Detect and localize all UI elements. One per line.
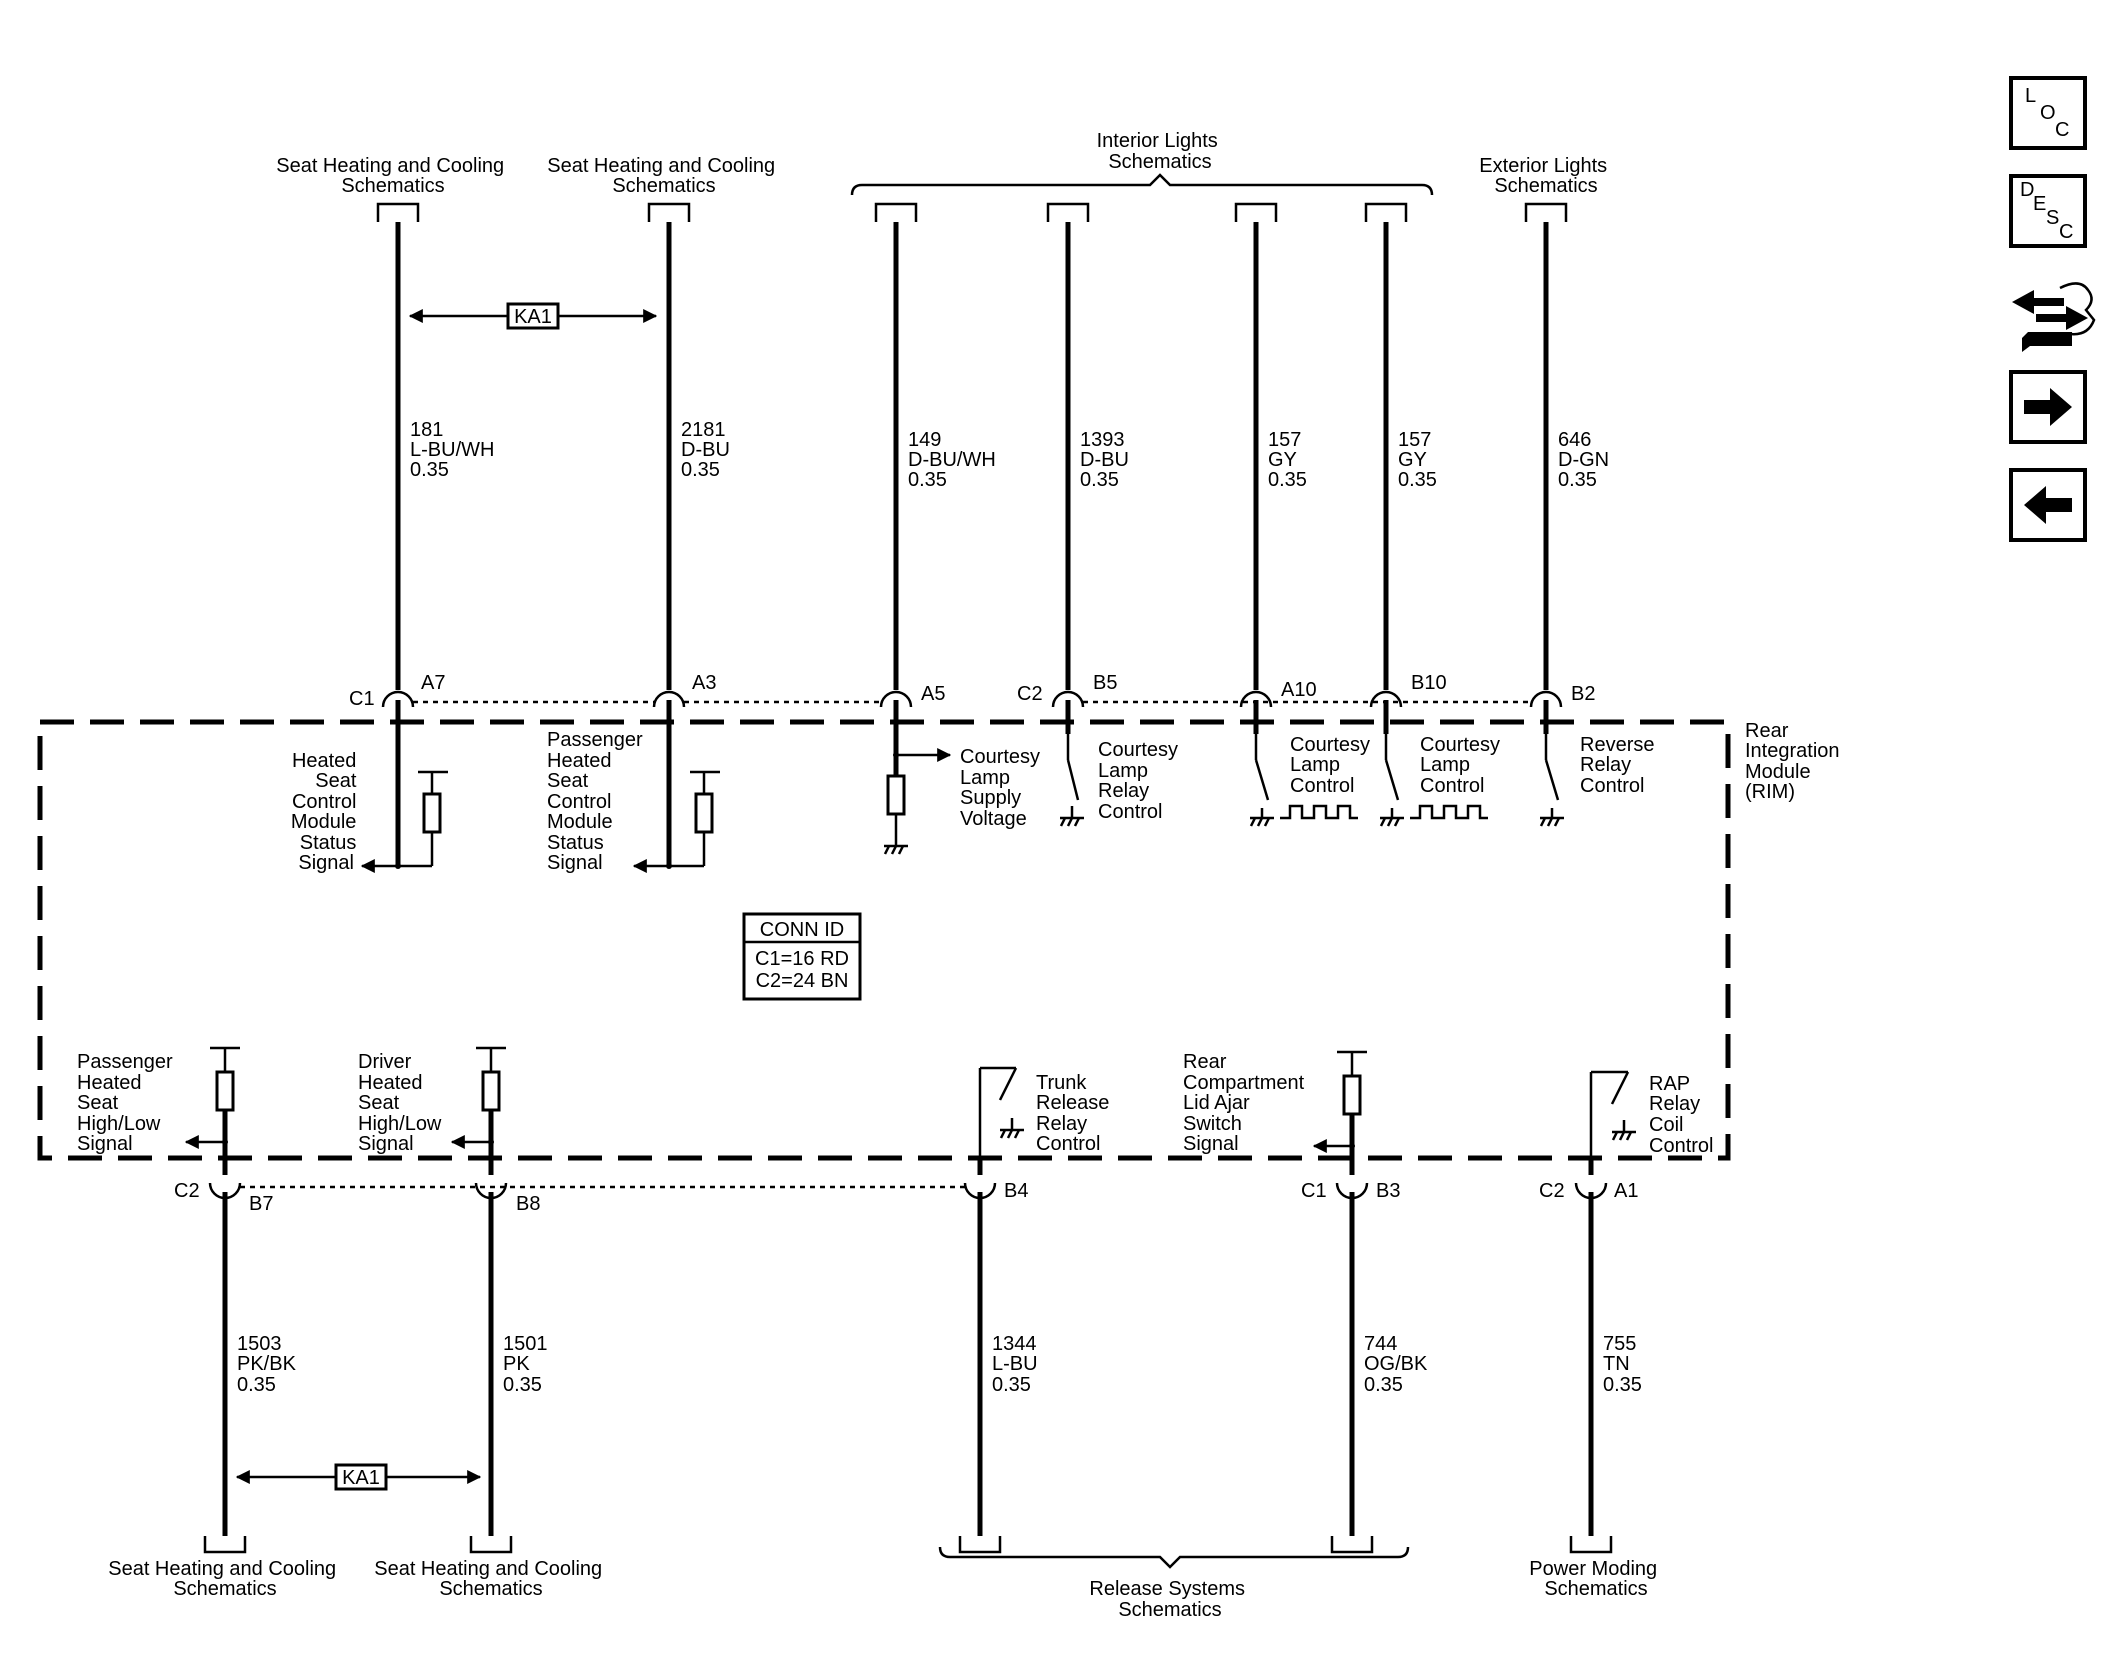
pin-b4: B4 bbox=[1004, 1180, 1028, 1202]
label-rap-relay: RAP Relay Coil Control bbox=[1649, 1073, 1713, 1157]
wire-label-1501: 1501 PK 0.35 bbox=[503, 1333, 553, 1396]
dest-interior-lights[interactable]: Interior Lights Schematics bbox=[1097, 130, 1224, 173]
pin-a3: A3 bbox=[692, 672, 716, 694]
previous-arrow-icon bbox=[2024, 486, 2072, 524]
ka1-top: KA1 bbox=[408, 302, 658, 330]
top-terminals bbox=[381, 690, 1563, 722]
label-courtesy-supply: Courtesy Lamp Supply Voltage bbox=[960, 746, 1046, 830]
connector-end-view-icon bbox=[2012, 282, 2096, 352]
wire-label-1344: 1344 L-BU 0.35 bbox=[992, 1333, 1043, 1396]
label-trunk-release: Trunk Release Relay Control bbox=[1036, 1072, 1115, 1155]
dest-bot-seat-2[interactable]: Seat Heating and Cooling Schematics bbox=[374, 1558, 608, 1600]
svg-text:C: C bbox=[2059, 221, 2073, 243]
svg-text:D: D bbox=[2020, 179, 2034, 201]
svg-text:O: O bbox=[2040, 102, 2056, 124]
pin-b7: B7 bbox=[249, 1193, 273, 1215]
internal-courtesy-control-1 bbox=[1249, 722, 1358, 827]
conn-c2-bottom-2: C2 bbox=[1539, 1180, 1565, 1202]
pin-b3: B3 bbox=[1376, 1180, 1400, 1202]
label-rear-lid-ajar: Rear Compartment Lid Ajar Switch Signal bbox=[1183, 1051, 1310, 1155]
pin-b10: B10 bbox=[1411, 672, 1447, 694]
svg-text:E: E bbox=[2033, 193, 2046, 215]
pin-b8: B8 bbox=[516, 1193, 540, 1215]
wire-label-149: 149 D-BU/WH 0.35 bbox=[908, 429, 1001, 491]
conn-id-title: CONN ID bbox=[760, 919, 844, 941]
svg-text:C: C bbox=[2055, 119, 2069, 141]
conn-c1-top: C1 bbox=[349, 688, 375, 710]
dest-power-moding[interactable]: Power Moding Schematics bbox=[1529, 1558, 1662, 1600]
wire-label-744: 744 OG/BK 0.35 bbox=[1364, 1333, 1433, 1396]
pin-b5: B5 bbox=[1093, 672, 1117, 694]
internal-rap-relay bbox=[1588, 1070, 1636, 1175]
wire-label-157-b: 157 GY 0.35 bbox=[1398, 429, 1437, 491]
label-heated-seat-status: Heated Seat Control Module Status Signal bbox=[291, 750, 362, 874]
ka1-bottom-label: KA1 bbox=[342, 1467, 380, 1489]
label-courtesy-control-2: Courtesy Lamp Control bbox=[1420, 734, 1506, 797]
dest-bot-seat-1[interactable]: Seat Heating and Cooling Schematics bbox=[108, 1558, 342, 1600]
internal-pass-high-low bbox=[184, 1046, 240, 1175]
internal-courtesy-relay bbox=[1059, 722, 1084, 827]
dest-top-seat-2[interactable]: Seat Heating and Cooling Schematics bbox=[547, 155, 781, 197]
internal-courtesy-control-2 bbox=[1379, 722, 1488, 827]
loc-icon: L O C bbox=[2025, 85, 2069, 141]
internal-rear-lid-ajar bbox=[1312, 1050, 1367, 1175]
label-pass-heated-status: Passenger Heated Seat Control Module Sta… bbox=[547, 729, 648, 874]
dest-exterior-lights[interactable]: Exterior Lights Schematics bbox=[1479, 155, 1612, 197]
internal-trunk-release bbox=[977, 1066, 1024, 1175]
wire-label-646: 646 D-GN 0.35 bbox=[1558, 429, 1615, 491]
svg-text:L: L bbox=[2025, 85, 2036, 107]
desc-button[interactable]: D E S C bbox=[2009, 174, 2087, 248]
pin-a5: A5 bbox=[921, 683, 945, 705]
next-button[interactable] bbox=[2009, 370, 2087, 444]
internal-driver-high-low bbox=[450, 1046, 506, 1175]
wire-label-755: 755 TN 0.35 bbox=[1603, 1333, 1642, 1396]
conn-id-line-1: C1=16 RD bbox=[755, 948, 849, 970]
ka1-bottom: KA1 bbox=[235, 1463, 482, 1491]
conn-c2-bottom-1: C2 bbox=[174, 1180, 200, 1202]
wire-label-1503: 1503 PK/BK 0.35 bbox=[237, 1333, 301, 1396]
pin-b2: B2 bbox=[1571, 683, 1595, 705]
conn-c1-bottom: C1 bbox=[1301, 1180, 1327, 1202]
wire-label-157-a: 157 GY 0.35 bbox=[1268, 429, 1307, 491]
label-pass-high-low: Passenger Heated Seat High/Low Signal bbox=[77, 1051, 178, 1155]
label-courtesy-relay: Courtesy Lamp Relay Control bbox=[1098, 739, 1184, 823]
conn-id-box: CONN ID C1=16 RD C2=24 BN bbox=[742, 912, 862, 1001]
ka1-top-label: KA1 bbox=[514, 306, 552, 328]
connector-end-view-button[interactable] bbox=[2012, 282, 2096, 352]
pin-a7: A7 bbox=[421, 672, 445, 694]
module-name: Rear Integration Module (RIM) bbox=[1745, 720, 1845, 803]
dest-release-systems[interactable]: Release Systems Schematics bbox=[1089, 1578, 1250, 1621]
interior-lights-brace bbox=[850, 173, 1434, 196]
bottom-connector-brackets bbox=[203, 1536, 1613, 1554]
top-connector-brackets bbox=[376, 202, 1568, 222]
desc-icon: D E S C bbox=[2020, 179, 2073, 243]
pin-a10: A10 bbox=[1281, 679, 1317, 701]
internal-reverse-relay bbox=[1539, 722, 1564, 827]
previous-button[interactable] bbox=[2009, 468, 2087, 542]
loc-button[interactable]: L O C bbox=[2009, 76, 2087, 150]
release-systems-brace bbox=[938, 1546, 1410, 1569]
wire-label-2181: 2181 D-BU 0.35 bbox=[681, 419, 735, 481]
label-reverse-relay: Reverse Relay Control bbox=[1580, 734, 1660, 797]
dest-top-seat-1[interactable]: Seat Heating and Cooling Schematics bbox=[276, 155, 510, 197]
wire-label-1393: 1393 D-BU 0.35 bbox=[1080, 429, 1134, 491]
label-courtesy-control-1: Courtesy Lamp Control bbox=[1290, 734, 1376, 797]
bottom-wires bbox=[222, 1192, 1594, 1536]
module-boundary bbox=[37, 719, 1731, 1161]
conn-c2-top: C2 bbox=[1017, 683, 1043, 705]
svg-text:S: S bbox=[2046, 207, 2059, 229]
pin-a1: A1 bbox=[1614, 1180, 1638, 1202]
label-driver-high-low: Driver Heated Seat High/Low Signal bbox=[358, 1051, 447, 1155]
internal-heated-status bbox=[360, 722, 448, 873]
next-arrow-icon bbox=[2024, 388, 2072, 426]
wire-label-181: 181 L-BU/WH 0.35 bbox=[410, 419, 500, 481]
internal-courtesy-supply bbox=[883, 722, 952, 855]
conn-id-line-2: C2=24 BN bbox=[756, 970, 849, 992]
internal-pass-heated-status bbox=[632, 722, 720, 873]
top-wires bbox=[395, 222, 1549, 690]
